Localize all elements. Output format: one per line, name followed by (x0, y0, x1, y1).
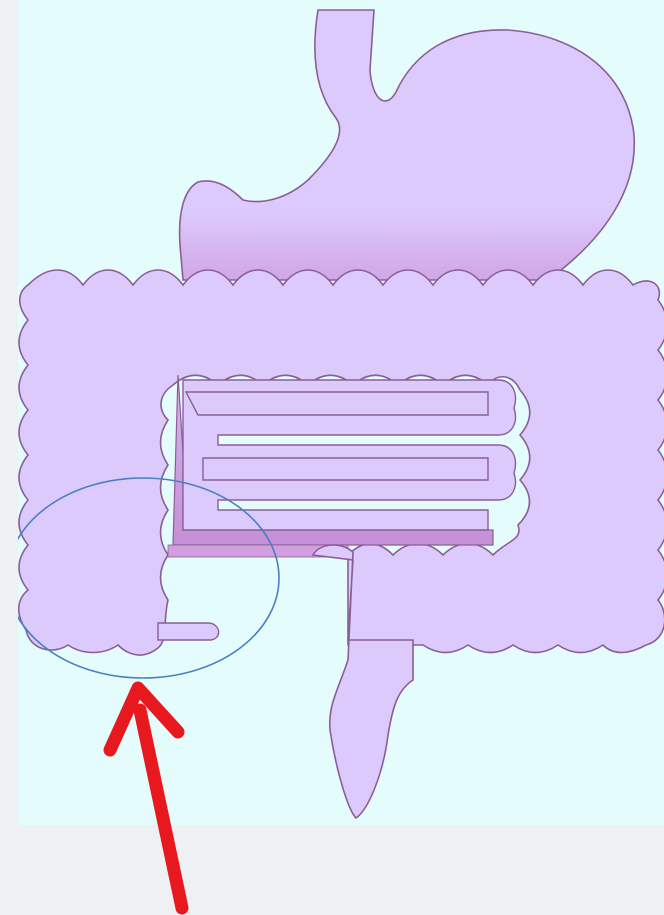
red-arrow-icon (100, 670, 220, 915)
small-intestine-icon (168, 375, 515, 557)
appendix-icon (158, 623, 219, 640)
